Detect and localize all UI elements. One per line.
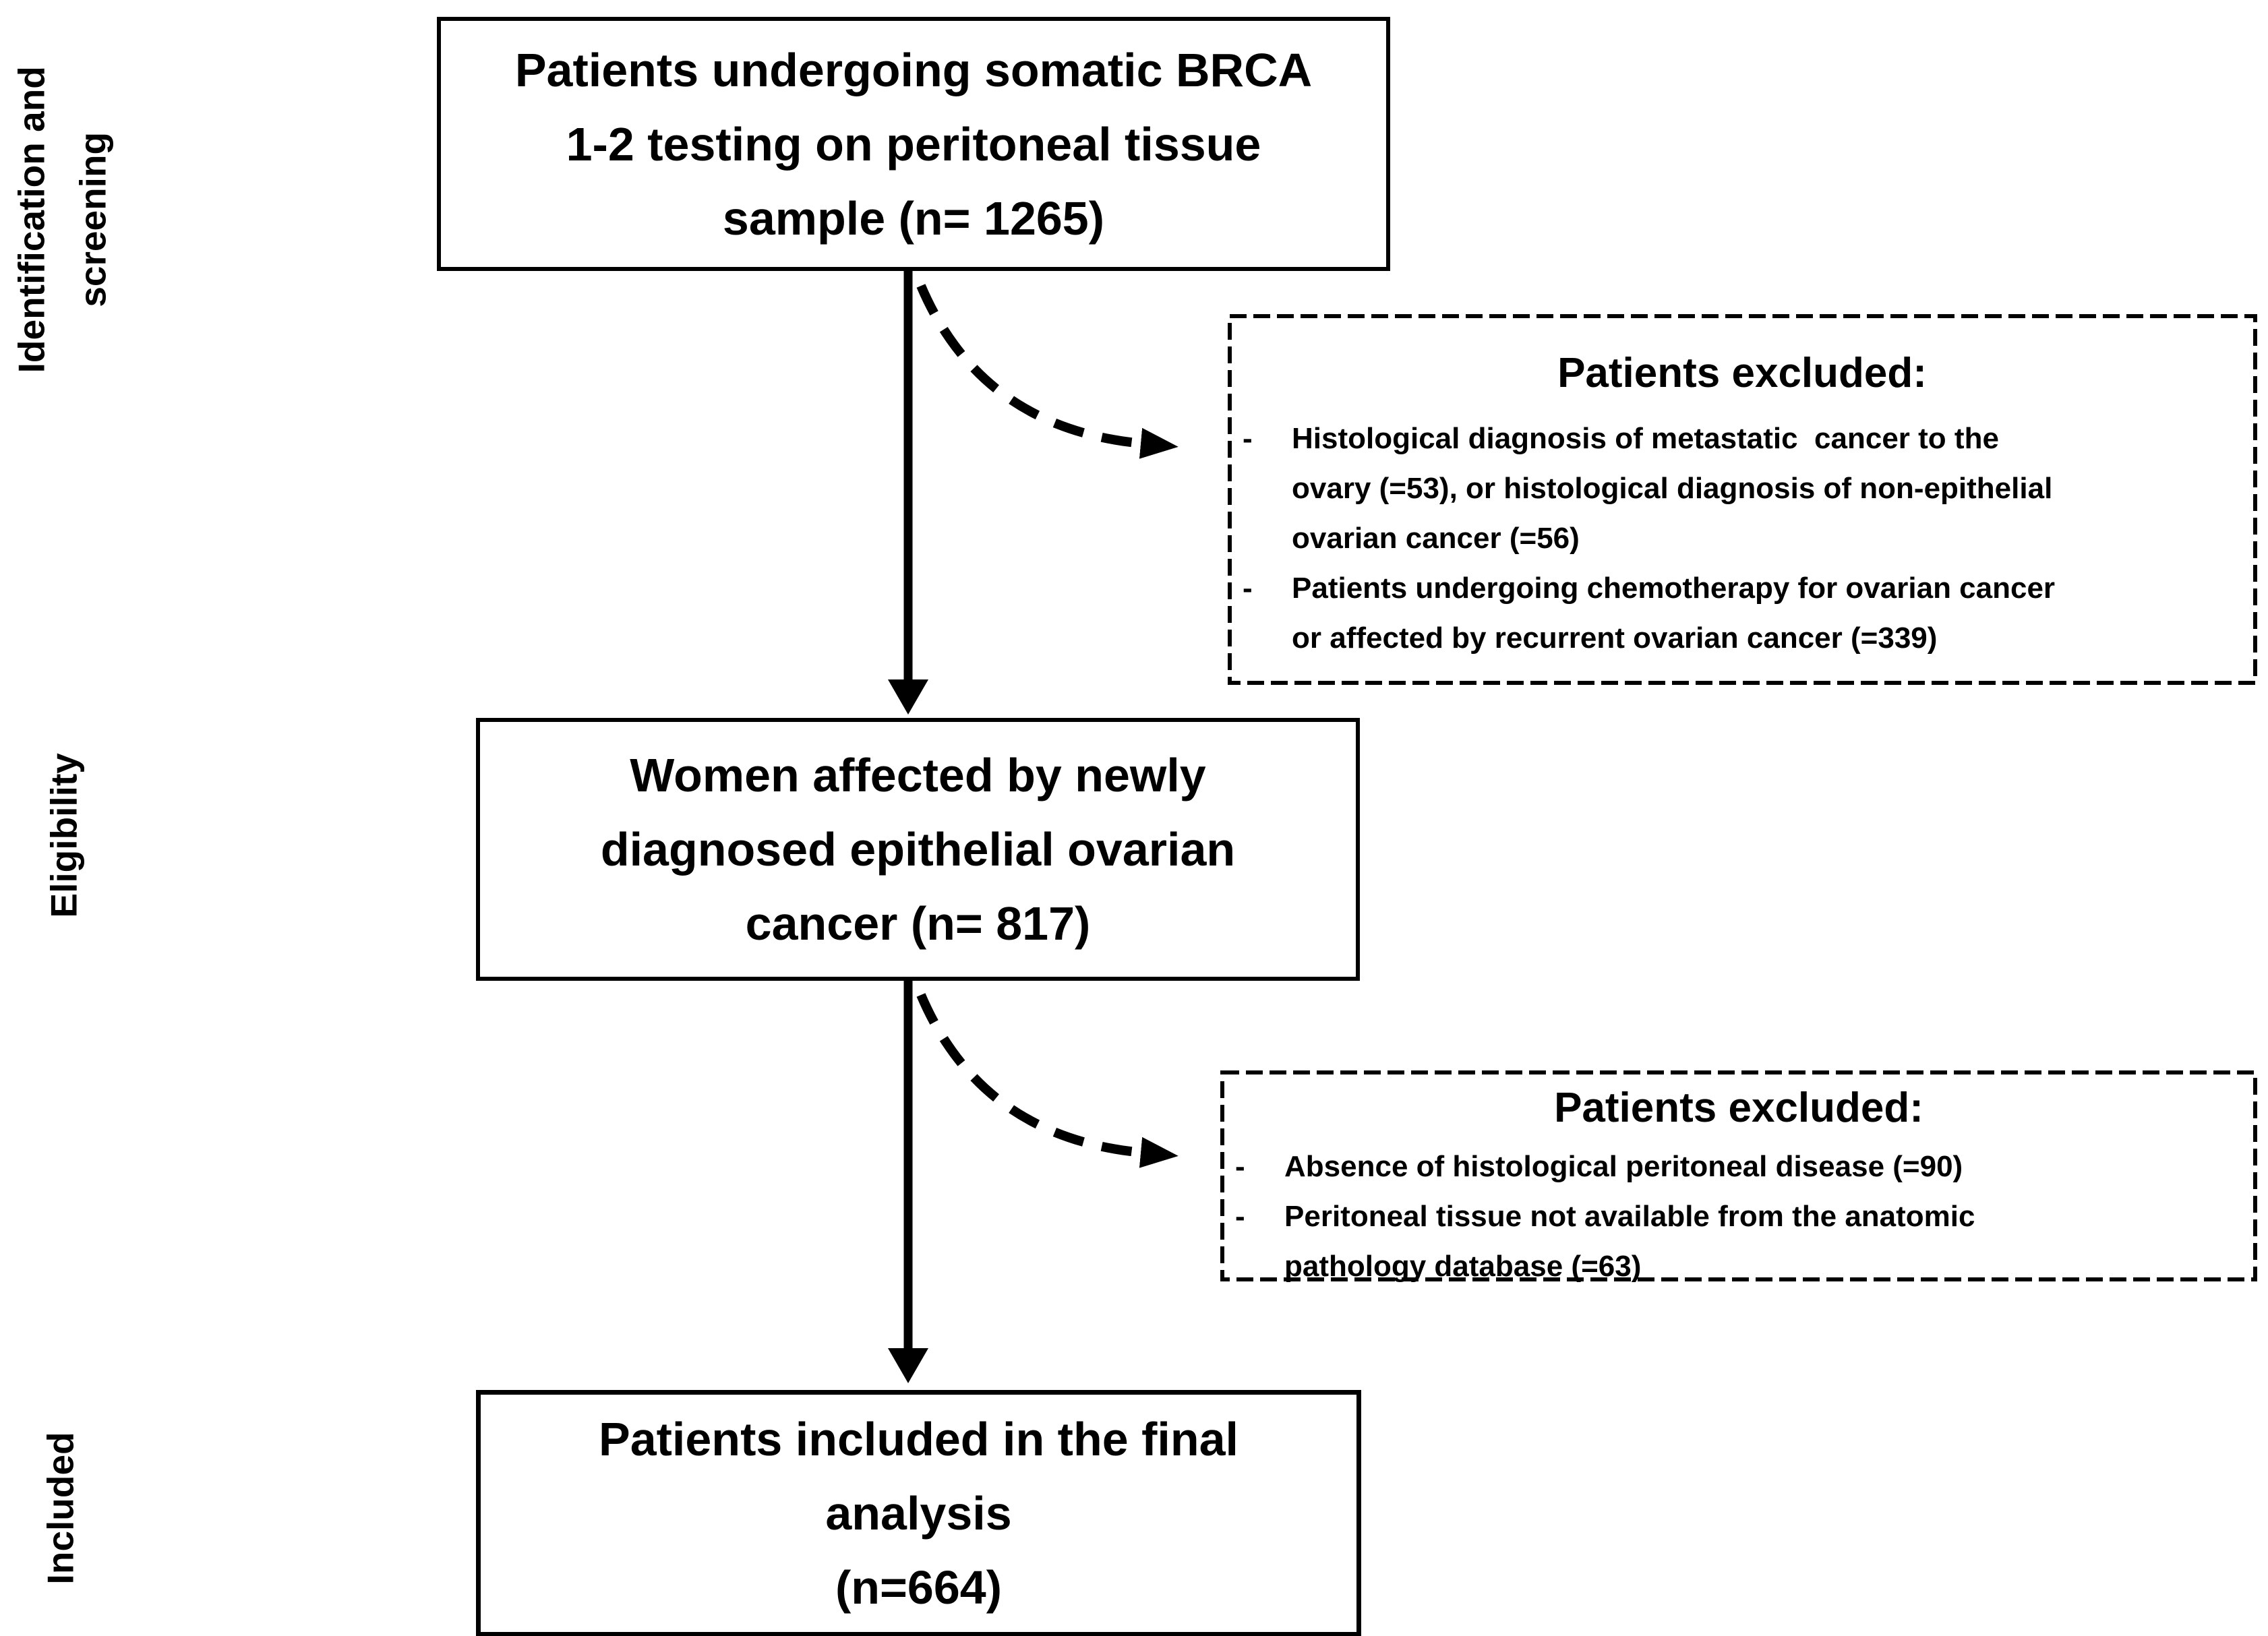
stage-label-identification-screening: Identification and screening	[10, 66, 113, 373]
excluded-2-item-2: - Peritoneal tissue not available from t…	[1220, 1192, 2257, 1292]
arrow-head-identification-to-eligibility	[888, 679, 928, 715]
excluded-1-item-1: - Histological diagnosis of metastatic c…	[1228, 414, 2257, 564]
box-included: Patients included in the final analysis …	[476, 1390, 1361, 1636]
box-eligibility: Women affected by newly diagnosed epithe…	[476, 718, 1360, 981]
item-text: Peritoneal tissue not available from the…	[1284, 1200, 1975, 1283]
item-marker: -	[1243, 572, 1253, 605]
item-marker: -	[1235, 1200, 1245, 1233]
dashed-border-excluded-2	[1220, 1070, 2257, 1281]
box-included-lines: Patients included in the final analysis	[599, 1413, 1239, 1540]
excluded-2-title: Patients excluded:	[1554, 1085, 1923, 1131]
dashed-arrow-to-excluded-2	[916, 993, 1178, 1168]
n-value: 1265	[984, 191, 1089, 245]
item-text: Patients undergoing chemotherapy for ova…	[1292, 572, 2056, 655]
box-excluded-1: Patients excluded: - Histological diagno…	[1228, 314, 2257, 684]
n-value: 817	[996, 897, 1075, 950]
item-marker: -	[1243, 422, 1253, 455]
excluded-1-item-2: - Patients undergoing chemotherapy for o…	[1228, 564, 2257, 663]
stage-label-eligibility: Eligibility	[42, 753, 85, 918]
box-identification-lines: Patients undergoing somatic BRCA 1-2 tes…	[514, 43, 1313, 171]
item-text: Histological diagnosis of metastatic can…	[1292, 422, 2053, 555]
n-suffix: )	[1088, 191, 1105, 245]
n-prefix: sample (n=	[722, 191, 984, 245]
item-text: Absence of histological peritoneal disea…	[1284, 1150, 1963, 1183]
stage-label-included: Included	[39, 1432, 82, 1585]
box-excluded-2: Patients excluded: - Absence of histolog…	[1220, 1070, 2257, 1283]
box-included-n-line: (n=664)	[835, 1550, 1002, 1625]
excluded-2-item-1: - Absence of histological peritoneal dis…	[1220, 1142, 2257, 1192]
box-eligibility-lines: Women affected by newly diagnosed epithe…	[600, 749, 1236, 876]
box-identification-screening: Patients undergoing somatic BRCA 1-2 tes…	[437, 17, 1390, 271]
n-suffix: )	[1075, 897, 1091, 950]
n-prefix: (n=	[835, 1561, 907, 1614]
arrow-head-eligibility-to-included	[888, 1348, 928, 1383]
item-marker: -	[1235, 1150, 1245, 1183]
box-eligibility-n-line: cancer (n= 817)	[746, 886, 1091, 961]
dashed-arrow-to-excluded-1	[916, 284, 1178, 459]
n-value: 664	[907, 1561, 986, 1614]
n-prefix: cancer (n=	[745, 897, 996, 950]
excluded-1-title: Patients excluded:	[1557, 350, 1927, 396]
n-suffix: )	[986, 1561, 1003, 1614]
dashed-border-excluded-1	[1228, 314, 2257, 685]
box-identification-n-line: sample (n= 1265)	[723, 181, 1104, 255]
